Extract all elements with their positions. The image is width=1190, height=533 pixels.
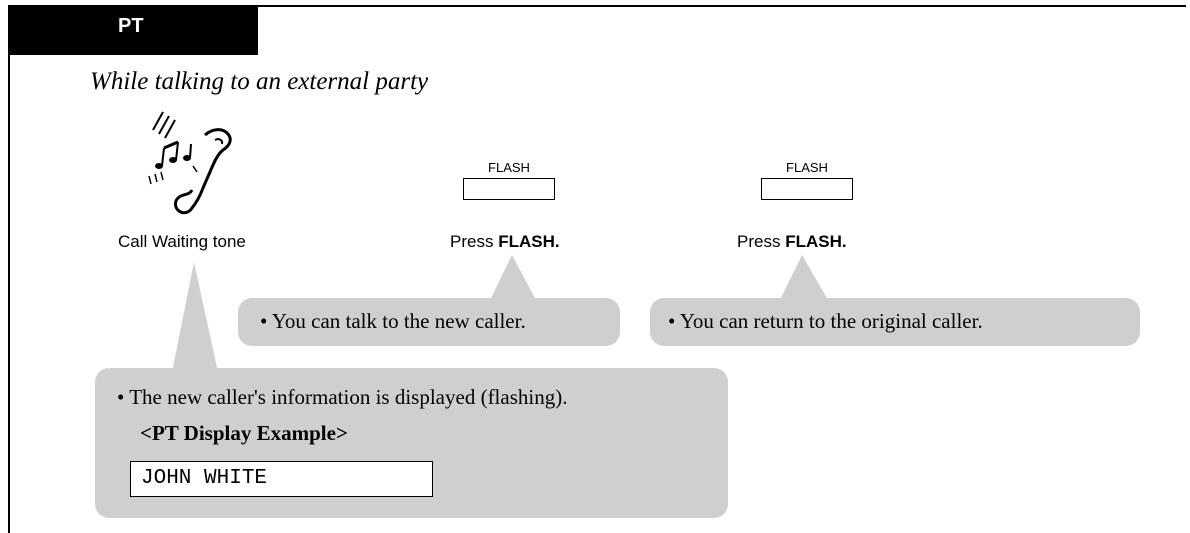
section-tab: PT	[8, 5, 258, 55]
subtitle: While talking to an external party	[90, 68, 429, 95]
callout-pointer	[780, 255, 828, 300]
return-original-text: • You can return to the original caller.	[668, 309, 983, 333]
talk-new-callout: • You can talk to the new caller.	[238, 298, 620, 346]
call-waiting-tone-caption: Call Waiting tone	[118, 232, 246, 251]
press-flash-caption: Press FLASH.	[737, 232, 847, 252]
display-example-title: <PT Display Example>	[140, 421, 348, 445]
press-flash-prefix: Press	[450, 232, 499, 251]
talk-new-text: • You can talk to the new caller.	[260, 309, 526, 333]
frame-left-border	[8, 5, 10, 533]
handset-ringing-icon	[148, 111, 232, 215]
press-flash-prefix: Press	[737, 232, 786, 251]
return-original-callout: • You can return to the original caller.	[650, 298, 1140, 346]
flash-key-label: FLASH	[786, 160, 828, 175]
callout-pointer	[490, 255, 536, 300]
flash-key-label: FLASH	[488, 160, 530, 175]
press-flash-bold: FLASH.	[785, 232, 847, 251]
frame-top-border	[8, 5, 1186, 7]
flash-button[interactable]	[761, 178, 853, 200]
flash-button[interactable]	[463, 178, 555, 200]
callout-pointer	[172, 262, 218, 372]
press-flash-caption: Press FLASH.	[450, 232, 560, 252]
section-tab-label: PT	[118, 15, 144, 37]
press-flash-bold: FLASH.	[498, 232, 560, 251]
caller-info-text: • The new caller's information is displa…	[117, 385, 568, 409]
pt-display: JOHN WHITE	[130, 461, 433, 497]
